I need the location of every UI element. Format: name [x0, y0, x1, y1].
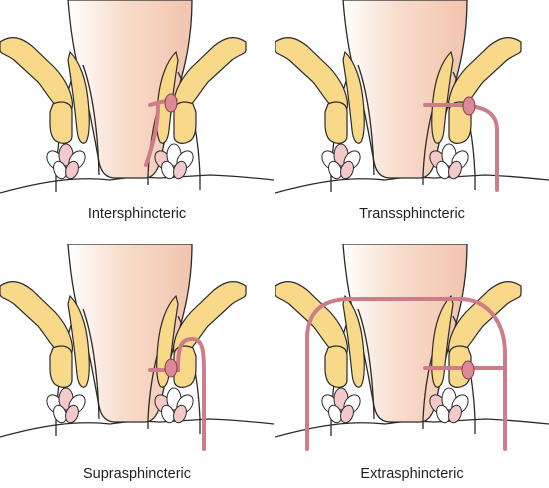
- fistula-tract: [305, 297, 507, 451]
- panel-suprasphincteric: Suprasphincteric: [0, 244, 274, 488]
- caption-intersphincteric: Intersphincteric: [87, 206, 187, 222]
- panel-transsphincteric: Transsphincteric: [275, 0, 549, 244]
- panel-extrasphincteric: Extrasphincteric: [275, 244, 549, 488]
- panel-intersphincteric: Intersphincteric: [0, 0, 274, 244]
- fistula-tract: [144, 93, 178, 167]
- fistula-tract: [423, 96, 499, 192]
- fistula-tract: [148, 336, 206, 451]
- caption-extrasphincteric: Extrasphincteric: [360, 466, 464, 482]
- caption-suprasphincteric: Suprasphincteric: [83, 466, 191, 482]
- caption-transsphincteric: Transsphincteric: [359, 206, 465, 222]
